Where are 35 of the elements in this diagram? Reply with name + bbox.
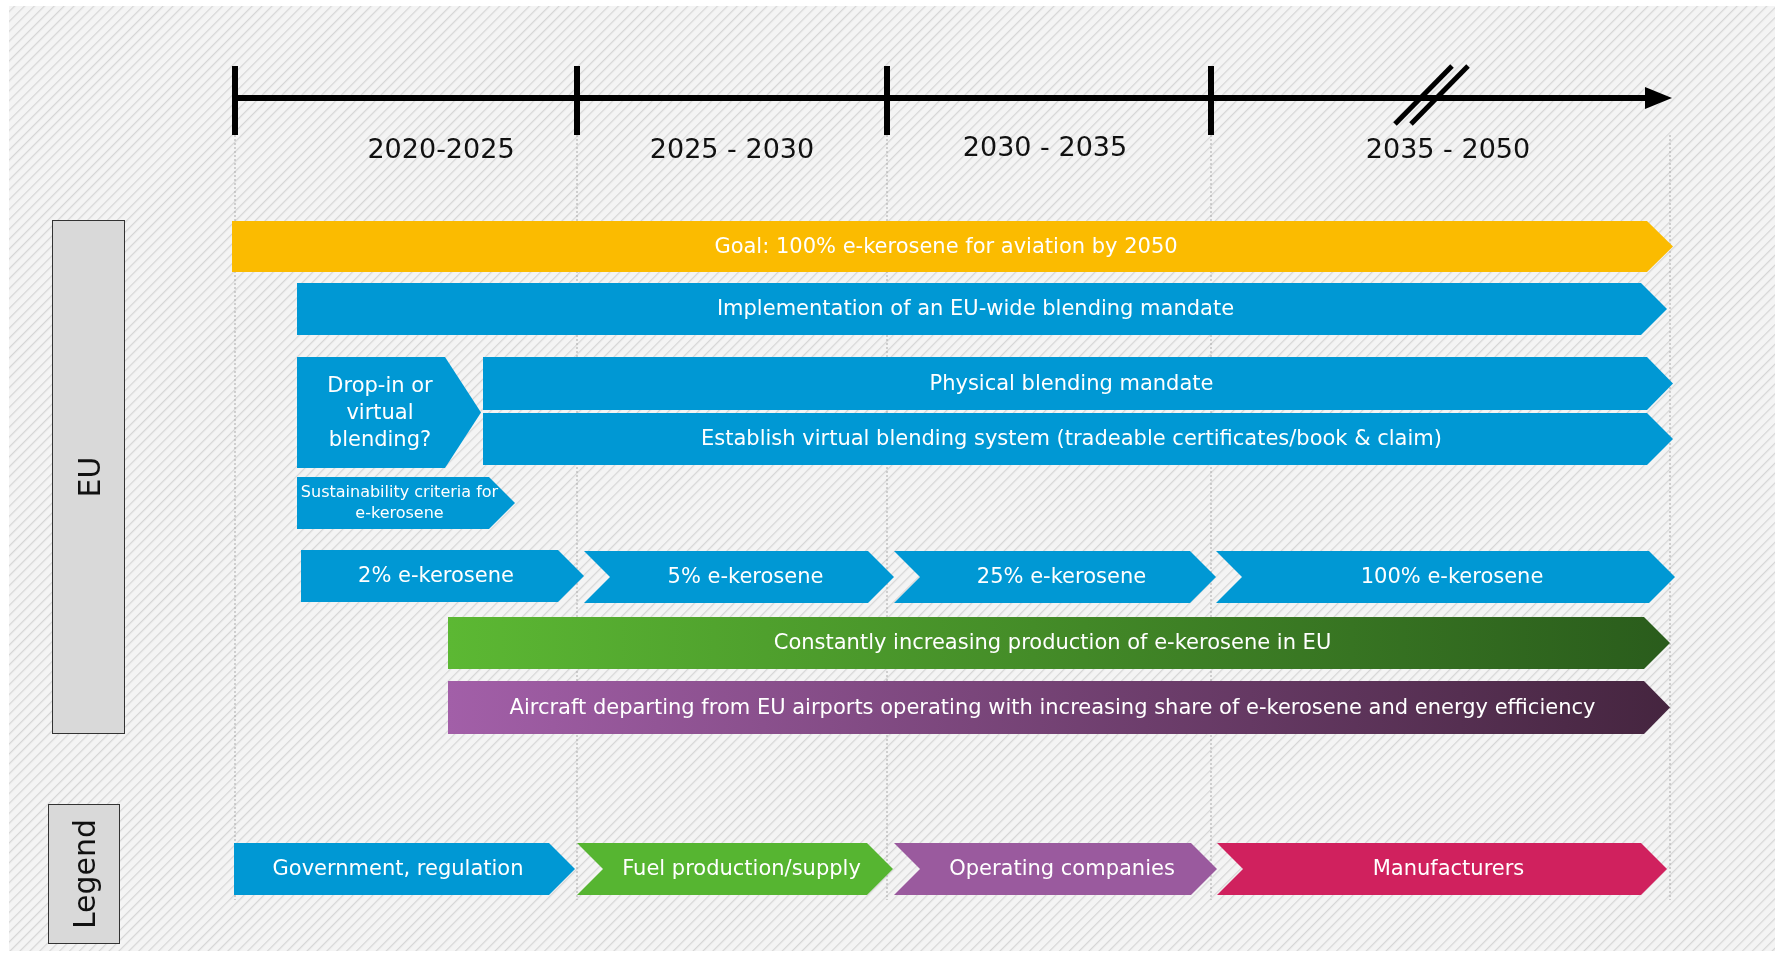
banner-label: 5% e-kerosene <box>666 563 825 591</box>
banner-label: Sustainability criteria for e-kerosene <box>299 482 500 524</box>
roadmap-banner <box>232 221 1673 272</box>
banner-label: Physical blending mandate <box>928 369 1215 397</box>
period-label: 2025 - 2030 <box>649 133 815 164</box>
side-label-box <box>48 804 120 944</box>
banner-label: Establish virtual blending system (tradeable certificates/book & claim) <box>700 425 1443 453</box>
roadmap-banner <box>483 357 1673 410</box>
side-label: Legend <box>66 818 102 930</box>
banner-label: 2% e-kerosene <box>357 562 515 590</box>
legend-label: Manufacturers <box>1372 855 1525 883</box>
banner-label: 100% e-kerosene <box>1359 563 1545 591</box>
period-label: 2020-2025 <box>367 133 515 164</box>
banner-label: 25% e-kerosene <box>975 563 1148 591</box>
banner-label: Constantly increasing production of e-kerosene in EU <box>772 629 1333 657</box>
roadmap-banner <box>1216 551 1675 603</box>
banner-label: Drop-in or virtual blending? <box>326 371 434 454</box>
roadmap-banner <box>448 617 1670 669</box>
banner-label: Implementation of an EU-wide blending mandate <box>715 295 1236 323</box>
banner-label: Goal: 100% e-kerosene for aviation by 2050 <box>713 232 1179 260</box>
roadmap-banner <box>894 551 1216 603</box>
roadmap-banner <box>584 551 894 603</box>
period-label: 2035 - 2050 <box>1365 133 1531 164</box>
roadmap-banner <box>483 413 1673 465</box>
period-label: 2030 - 2035 <box>962 131 1128 162</box>
roadmap-banner <box>301 550 584 602</box>
side-label-box <box>52 220 125 734</box>
roadmap-banner <box>448 681 1670 734</box>
roadmap-banner <box>297 283 1667 335</box>
banner-label: Aircraft departing from EU airports operating with increasing share of e-kerosene and energy efficiency <box>508 693 1597 721</box>
legend-label: Government, regulation <box>272 855 524 883</box>
legend-label: Operating companies <box>949 855 1175 883</box>
side-label: EU <box>71 456 106 498</box>
roadmap-banner <box>297 477 515 529</box>
legend-label: Fuel production/supply <box>622 855 861 883</box>
